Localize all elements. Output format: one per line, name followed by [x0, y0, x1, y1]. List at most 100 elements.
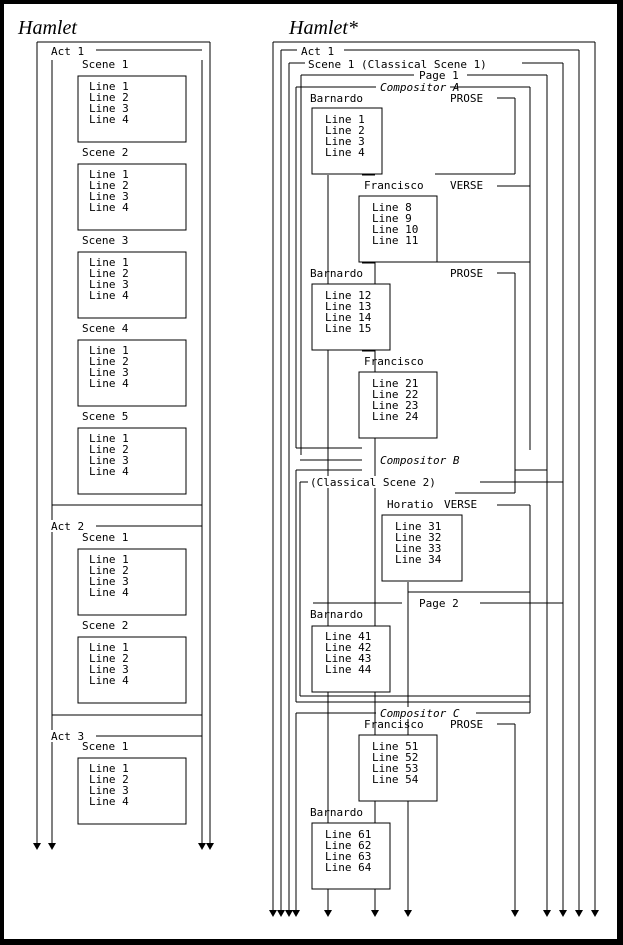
- scene-label: Scene 2: [82, 619, 128, 632]
- mode-label: VERSE: [444, 498, 477, 511]
- line-label: Line 51: [372, 740, 418, 753]
- mode-label: PROSE: [450, 92, 483, 105]
- line-label: Line 34: [395, 553, 442, 566]
- line-label: Line 3: [89, 190, 129, 203]
- line-label: Line 2: [325, 124, 365, 137]
- line-label: Line 12: [325, 289, 371, 302]
- line-label: Line 53: [372, 762, 418, 775]
- left-hierarchy: Hamlet Act 1 Scene 1 Line 1 Line 2 Line …: [17, 17, 214, 850]
- line-label: Line 41: [325, 630, 371, 643]
- line-label: Line 2: [89, 564, 129, 577]
- line-label: Line 3: [89, 454, 129, 467]
- line-label: Line 23: [372, 399, 418, 412]
- scene-label: Scene 1: [82, 58, 128, 71]
- line-label: Line 63: [325, 850, 371, 863]
- line-label: Line 14: [325, 311, 372, 324]
- speaker-label: Barnardo: [310, 806, 363, 819]
- speaker-label: Francisco: [364, 179, 424, 192]
- speaker-label: Francisco: [364, 355, 424, 368]
- compositor-label: Compositor C: [380, 707, 460, 720]
- line-label: Line 1: [325, 113, 365, 126]
- line-label: Line 22: [372, 388, 418, 401]
- line-label: Line 44: [325, 663, 372, 676]
- line-label: Line 9: [372, 212, 412, 225]
- line-label: Line 3: [89, 575, 129, 588]
- line-label: Line 33: [395, 542, 441, 555]
- line-label: Line 1: [89, 344, 129, 357]
- line-label: Line 4: [89, 113, 129, 126]
- line-label: Line 4: [89, 586, 129, 599]
- line-label: Line 1: [89, 256, 129, 269]
- scene-label: Scene 1 (Classical Scene 1): [308, 58, 487, 71]
- line-label: Line 3: [325, 135, 365, 148]
- line-label: Line 42: [325, 641, 371, 654]
- line-label: Line 2: [89, 443, 129, 456]
- mode-label: PROSE: [450, 267, 483, 280]
- speaker-label: Horatio: [387, 498, 433, 511]
- line-label: Line 4: [325, 146, 365, 159]
- line-label: Line 2: [89, 355, 129, 368]
- line-label: Line 3: [89, 102, 129, 115]
- compositor-label: Compositor B: [380, 454, 460, 467]
- speaker-label: Barnardo: [310, 267, 363, 280]
- mode-label: VERSE: [450, 179, 483, 192]
- line-label: Line 8: [372, 201, 412, 214]
- line-label: Line 1: [89, 168, 129, 181]
- line-label: Line 2: [89, 179, 129, 192]
- line-label: Line 2: [89, 773, 129, 786]
- mode-label: PROSE: [450, 718, 483, 731]
- line-label: Line 1: [89, 80, 129, 93]
- act-label: Act 1: [301, 45, 334, 58]
- line-label: Line 61: [325, 828, 371, 841]
- line-label: Line 64: [325, 861, 372, 874]
- scene-label: (Classical Scene 2): [310, 476, 436, 489]
- act-label: Act 3: [51, 730, 84, 743]
- line-label: Line 2: [89, 91, 129, 104]
- line-label: Line 1: [89, 641, 129, 654]
- line-label: Line 1: [89, 762, 129, 775]
- left-title: Hamlet: [17, 17, 77, 39]
- line-label: Line 1: [89, 432, 129, 445]
- line-label: Line 24: [372, 410, 419, 423]
- line-label: Line 1: [89, 553, 129, 566]
- right-title: Hamlet*: [288, 17, 358, 39]
- speaker-label: Barnardo: [310, 92, 363, 105]
- line-label: Line 4: [89, 465, 129, 478]
- line-label: Line 2: [89, 652, 129, 665]
- line-label: Line 4: [89, 795, 129, 808]
- act-label: Act 2: [51, 520, 84, 533]
- line-label: Line 3: [89, 784, 129, 797]
- scene-label: Scene 1: [82, 531, 128, 544]
- line-label: Line 54: [372, 773, 419, 786]
- line-label: Line 15: [325, 322, 371, 335]
- scene-label: Scene 5: [82, 410, 128, 423]
- page-label: Page 1: [419, 69, 459, 82]
- line-label: Line 2: [89, 267, 129, 280]
- line-label: Line 31: [395, 520, 441, 533]
- line-label: Line 3: [89, 663, 129, 676]
- scene-label: Scene 3: [82, 234, 128, 247]
- scene-label: Scene 1: [82, 740, 128, 753]
- page-label: Page 2: [419, 597, 459, 610]
- right-hierarchy: Hamlet* Act 1 Scene 1 (Classical Scene 1…: [269, 17, 599, 917]
- compositor-label: Compositor A: [380, 81, 459, 94]
- line-label: Line 3: [89, 366, 129, 379]
- line-label: Line 3: [89, 278, 129, 291]
- line-label: Line 11: [372, 234, 418, 247]
- line-label: Line 4: [89, 674, 129, 687]
- line-label: Line 10: [372, 223, 418, 236]
- line-label: Line 62: [325, 839, 371, 852]
- line-label: Line 21: [372, 377, 418, 390]
- line-label: Line 43: [325, 652, 371, 665]
- line-label: Line 4: [89, 377, 129, 390]
- speaker-label: Barnardo: [310, 608, 363, 621]
- hierarchy-diagram: Hamlet Act 1 Scene 1 Line 1 Line 2 Line …: [17, 17, 599, 917]
- line-label: Line 52: [372, 751, 418, 764]
- scene-label: Scene 4: [82, 322, 129, 335]
- line-label: Line 32: [395, 531, 441, 544]
- speaker-label: Francisco: [364, 718, 424, 731]
- line-label: Line 4: [89, 289, 129, 302]
- line-label: Line 13: [325, 300, 371, 313]
- scene-label: Scene 2: [82, 146, 128, 159]
- line-label: Line 4: [89, 201, 129, 214]
